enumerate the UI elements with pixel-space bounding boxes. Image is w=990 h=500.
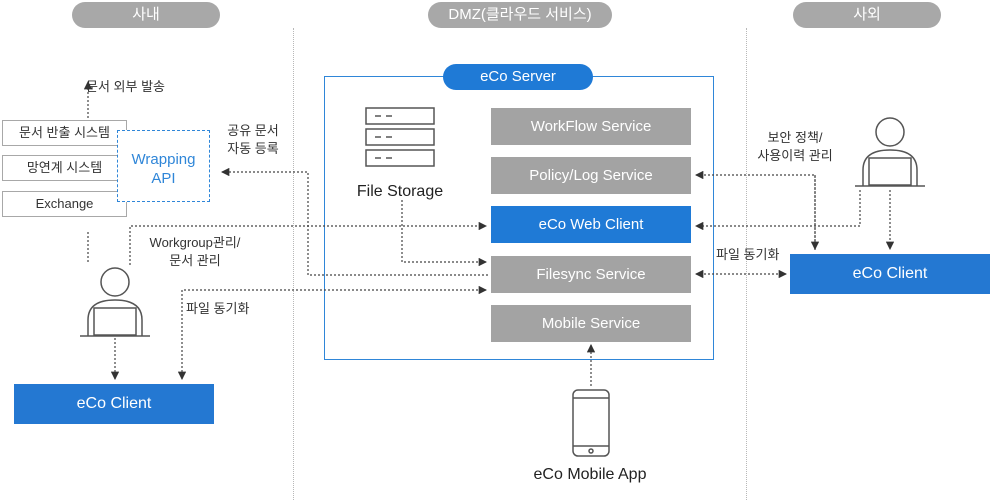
- file-storage-label: File Storage: [356, 183, 444, 200]
- workflow-service-box: WorkFlow Service: [491, 108, 691, 145]
- zone-internal-label: 사내: [72, 2, 220, 28]
- doc-external-send-label: 문서 외부 발송: [86, 79, 165, 94]
- wrapping-api-line2: API: [151, 170, 176, 187]
- workgroup-line1: Workgroup관리/: [149, 235, 241, 250]
- security-line2: 사용이력 관리: [757, 148, 833, 163]
- mobile-service-box: Mobile Service: [491, 305, 691, 342]
- internal-filesync-arrow: [177, 285, 488, 381]
- shared-doc-line1: 공유 문서: [227, 123, 279, 138]
- shared-doc-arrow: [220, 167, 488, 276]
- external-file-sync-label: 파일 동기화: [716, 247, 780, 262]
- mobile-phone-icon: [572, 389, 610, 457]
- security-policy-label: 보안 정책/ 사용이력 관리: [745, 129, 845, 165]
- shared-doc-line2: 자동 등록: [227, 141, 279, 156]
- zone-dmz-label: DMZ(클라우드 서비스): [428, 2, 612, 28]
- internal-user-icon: [80, 267, 150, 337]
- workgroup-manage-label: Workgroup관리/ 문서 관리: [130, 234, 260, 270]
- workgroup-arrow: [129, 221, 488, 265]
- network-link-system-box: 망연계 시스템: [2, 155, 127, 181]
- workgroup-line2: 문서 관리: [169, 253, 221, 268]
- shared-doc-register-label: 공유 문서 자동 등록: [213, 122, 293, 158]
- file-storage-icon: [365, 107, 435, 167]
- security-line1: 보안 정책/: [767, 130, 823, 145]
- zone-divider-left: [293, 28, 294, 500]
- security-policy-arrow: [694, 170, 816, 250]
- policy-log-service-box: Policy/Log Service: [491, 157, 691, 194]
- external-eco-client-box: eCo Client: [790, 254, 990, 294]
- external-user-icon: [855, 117, 925, 187]
- eco-mobile-app-label: eCo Mobile App: [533, 466, 647, 483]
- eco-web-client-box: eCo Web Client: [491, 206, 691, 243]
- wrapping-api-line1: Wrapping: [131, 151, 196, 168]
- internal-eco-client-box: eCo Client: [14, 384, 214, 424]
- zone-external-label: 사외: [793, 2, 941, 28]
- eco-server-title: eCo Server: [443, 64, 593, 90]
- doc-export-system-box: 문서 반출 시스템: [2, 120, 127, 146]
- storage-filesync-arrow: [401, 200, 488, 267]
- filesync-service-box: Filesync Service: [491, 256, 691, 293]
- wrapping-api-box: Wrapping API: [117, 130, 210, 202]
- zone-divider-right: [746, 28, 747, 500]
- exchange-box: Exchange: [2, 191, 127, 217]
- external-webclient-arrow: [694, 190, 861, 231]
